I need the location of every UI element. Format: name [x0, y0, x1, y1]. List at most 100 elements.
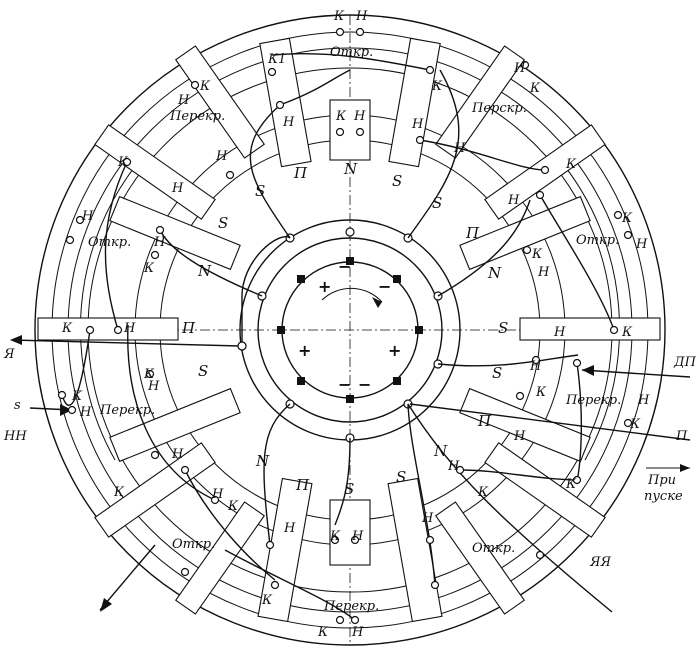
label-n: Н [211, 487, 224, 502]
minus-sign: − [338, 257, 351, 276]
plus-sign: + [318, 277, 331, 296]
label-k: К [329, 529, 341, 544]
label-n: Н [351, 625, 364, 640]
pole-n: N [343, 160, 358, 178]
plus-sign: + [388, 341, 401, 360]
label-k: К [333, 9, 345, 24]
label-k: К [317, 625, 329, 640]
label-pri: При [647, 473, 676, 488]
label-otkr: Откр. [172, 537, 215, 552]
label-k: К [113, 485, 125, 500]
label-k: К [71, 389, 83, 404]
label-p: П [675, 429, 688, 444]
label-k: К [61, 321, 73, 336]
pole-n: N [487, 264, 502, 282]
minus-sign: − [378, 277, 391, 296]
label-k: К [431, 79, 443, 94]
label-n: Н [351, 529, 364, 544]
label-k: К [621, 325, 633, 340]
pole-s: S [492, 364, 502, 382]
label-k: К [261, 593, 273, 608]
label-n: Н [81, 209, 94, 224]
pole-s: S [255, 182, 265, 200]
label-otkr: Откр. [88, 235, 131, 250]
coil-boxes [37, 37, 661, 623]
rotation-arrowhead [372, 297, 382, 308]
label-n: Н [447, 459, 460, 474]
label-k: К [531, 247, 543, 262]
external-leads [10, 335, 691, 612]
label-puske: пуске [644, 489, 683, 504]
pole-p: П [293, 164, 308, 182]
label-n: Н [537, 265, 550, 280]
label-n: Н [215, 149, 228, 164]
label-n: Н [421, 511, 434, 526]
minus-sign: − [338, 375, 351, 394]
label-n: Н [171, 181, 184, 196]
label-ya: Я [3, 347, 15, 362]
label-perskr: Перскр. [471, 101, 527, 116]
label-otkr: Откр. [576, 233, 619, 248]
label-n: Н [513, 429, 526, 444]
plus-sign: + [298, 341, 311, 360]
pole-s: S [392, 172, 402, 190]
label-k: К [565, 477, 577, 492]
label-n: Н [635, 237, 648, 252]
label-k: К [621, 211, 633, 226]
pole-s: S [218, 214, 228, 232]
label-n: Н [513, 61, 526, 76]
pole-s: S [432, 194, 442, 212]
label-n: Н [637, 393, 650, 408]
wiring [61, 53, 615, 621]
ring-arc-right [559, 159, 620, 461]
label-dp: ДП [673, 355, 697, 370]
label-k: К [335, 109, 347, 124]
label-n: Н [147, 379, 160, 394]
minus-sign: − [358, 375, 371, 394]
label-s: s [14, 398, 21, 413]
label-k: К [143, 261, 155, 276]
label-n: Н [283, 521, 296, 536]
label-n: Н [553, 325, 566, 340]
label-n: Н [171, 447, 184, 462]
label-n: Н [507, 193, 520, 208]
label-k: К [199, 79, 211, 94]
rotor-inner-ring [257, 237, 443, 423]
brush [297, 377, 305, 385]
label-k: К [477, 485, 489, 500]
pole-p: П [465, 224, 480, 242]
label-n: Н [355, 9, 368, 24]
ring-arc-left [80, 159, 141, 461]
label-k: К [629, 417, 641, 432]
brushes [277, 257, 423, 403]
label-perekr: Перекр. [565, 393, 621, 408]
label-perekr: Перекр. [323, 599, 379, 614]
label-n: Н [282, 115, 295, 130]
brush [393, 275, 401, 283]
coil-terminals [57, 27, 633, 625]
pole-s: S [396, 468, 406, 486]
pole-p: П [295, 476, 310, 494]
external-labels: Я s НН ДП П При пуске ЯЯ [3, 347, 697, 570]
pole-p: П [181, 319, 196, 337]
pole-s: S [344, 480, 354, 498]
pole-n: N [433, 442, 448, 460]
rotation-arrow [321, 287, 383, 303]
label-n: Н [123, 321, 136, 336]
label-k: К [117, 155, 129, 170]
label-k: К [565, 157, 577, 172]
brush [415, 326, 423, 334]
brush [393, 377, 401, 385]
label-nn: НН [3, 429, 27, 444]
label-n: Н [529, 359, 542, 374]
brush [297, 275, 305, 283]
pole-p: П [477, 412, 492, 430]
label-n: Н [177, 93, 190, 108]
brush [277, 326, 285, 334]
label-n: Н [153, 235, 166, 250]
brush [346, 395, 354, 403]
label-perekr: Перекр. [169, 109, 225, 124]
label-n: Н [79, 405, 92, 420]
